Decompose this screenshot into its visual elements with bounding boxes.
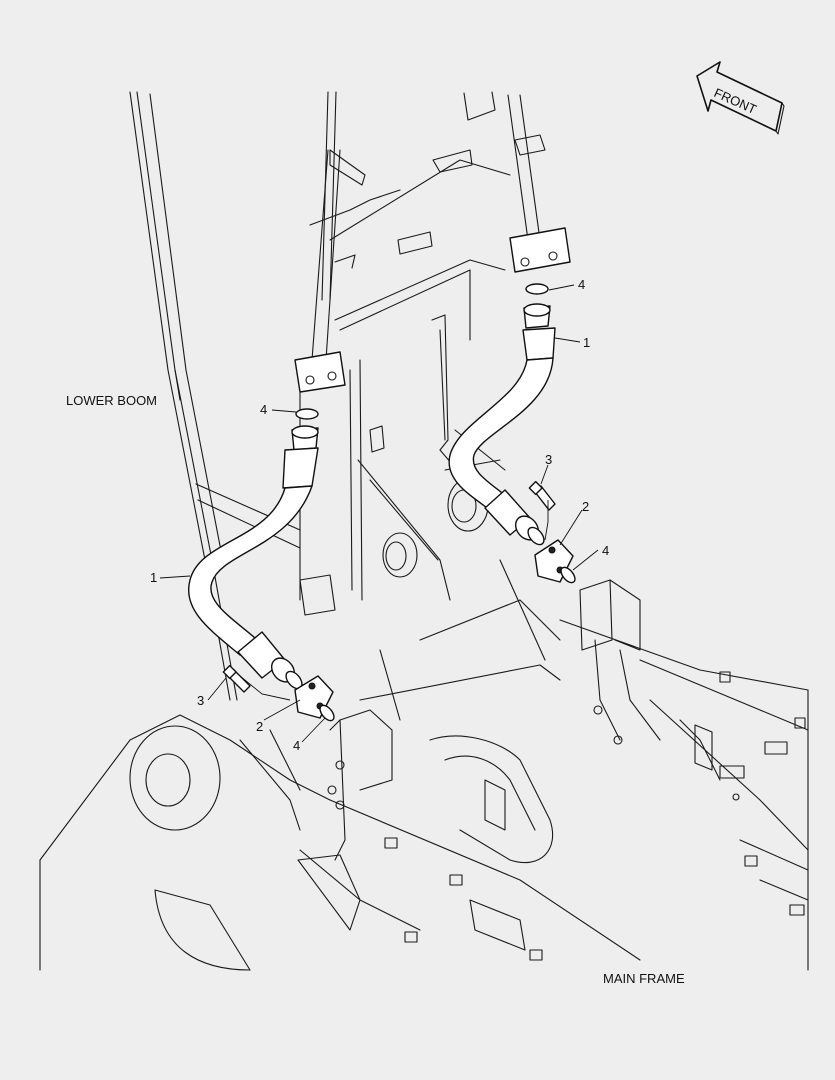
right-hose-assembly: [448, 283, 576, 584]
callout-bolt-left: 3: [197, 693, 204, 708]
callout-bolt-right: 3: [545, 452, 552, 467]
lower-boom-label: LOWER BOOM: [66, 393, 157, 408]
right-oring-top: [525, 283, 549, 295]
left-steel-pipe: [294, 149, 366, 601]
main-frame-label: MAIN FRAME: [603, 971, 685, 986]
callout-oring-left-top: 4: [260, 402, 267, 417]
left-hose-assembly: [187, 408, 335, 722]
callouts: 4 1 3 2 4 4 1 3 2 4: [150, 277, 609, 753]
callout-oring-right-bottom: 4: [602, 543, 609, 558]
right-oring-bottom: [560, 566, 576, 584]
callout-flange-right: 2: [582, 499, 589, 514]
right-steel-pipe: [507, 94, 571, 273]
callout-flange-left: 2: [256, 719, 263, 734]
callout-oring-left-bottom: 4: [293, 738, 300, 753]
left-oring-top: [295, 408, 319, 420]
right-oring-mid: [527, 526, 545, 546]
callout-hose-left: 1: [150, 570, 157, 585]
callout-hose-right: 1: [583, 335, 590, 350]
callout-oring-right-top: 4: [578, 277, 585, 292]
leader-lines: [159, 284, 599, 743]
left-oring-bottom: [319, 704, 335, 722]
main-frame-structure: [39, 559, 809, 971]
